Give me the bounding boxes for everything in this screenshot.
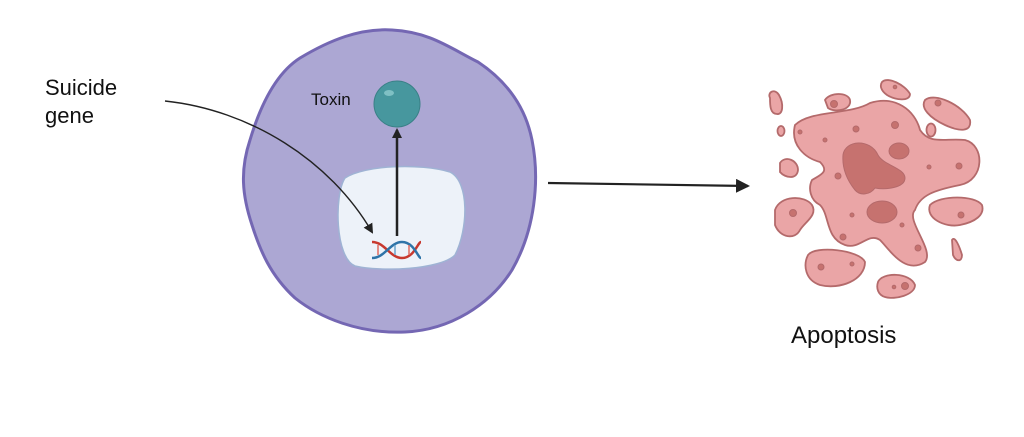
apoptosis-label: Apoptosis [791,322,897,349]
toxin-molecule [373,80,421,128]
dna-icon [371,240,422,260]
suicide-gene-label: Suicide gene [45,74,165,130]
apoptotic-fragments [789,84,965,290]
nucleus [337,165,466,270]
toxin-label: Toxin [311,90,351,109]
suicide-gene-label-line2: gene [45,103,94,128]
suicide-gene-label-line1: Suicide [45,75,118,100]
apoptotic-cell [768,79,984,299]
process-arrow [547,178,750,193]
gene-to-dna-arrow [164,100,374,234]
